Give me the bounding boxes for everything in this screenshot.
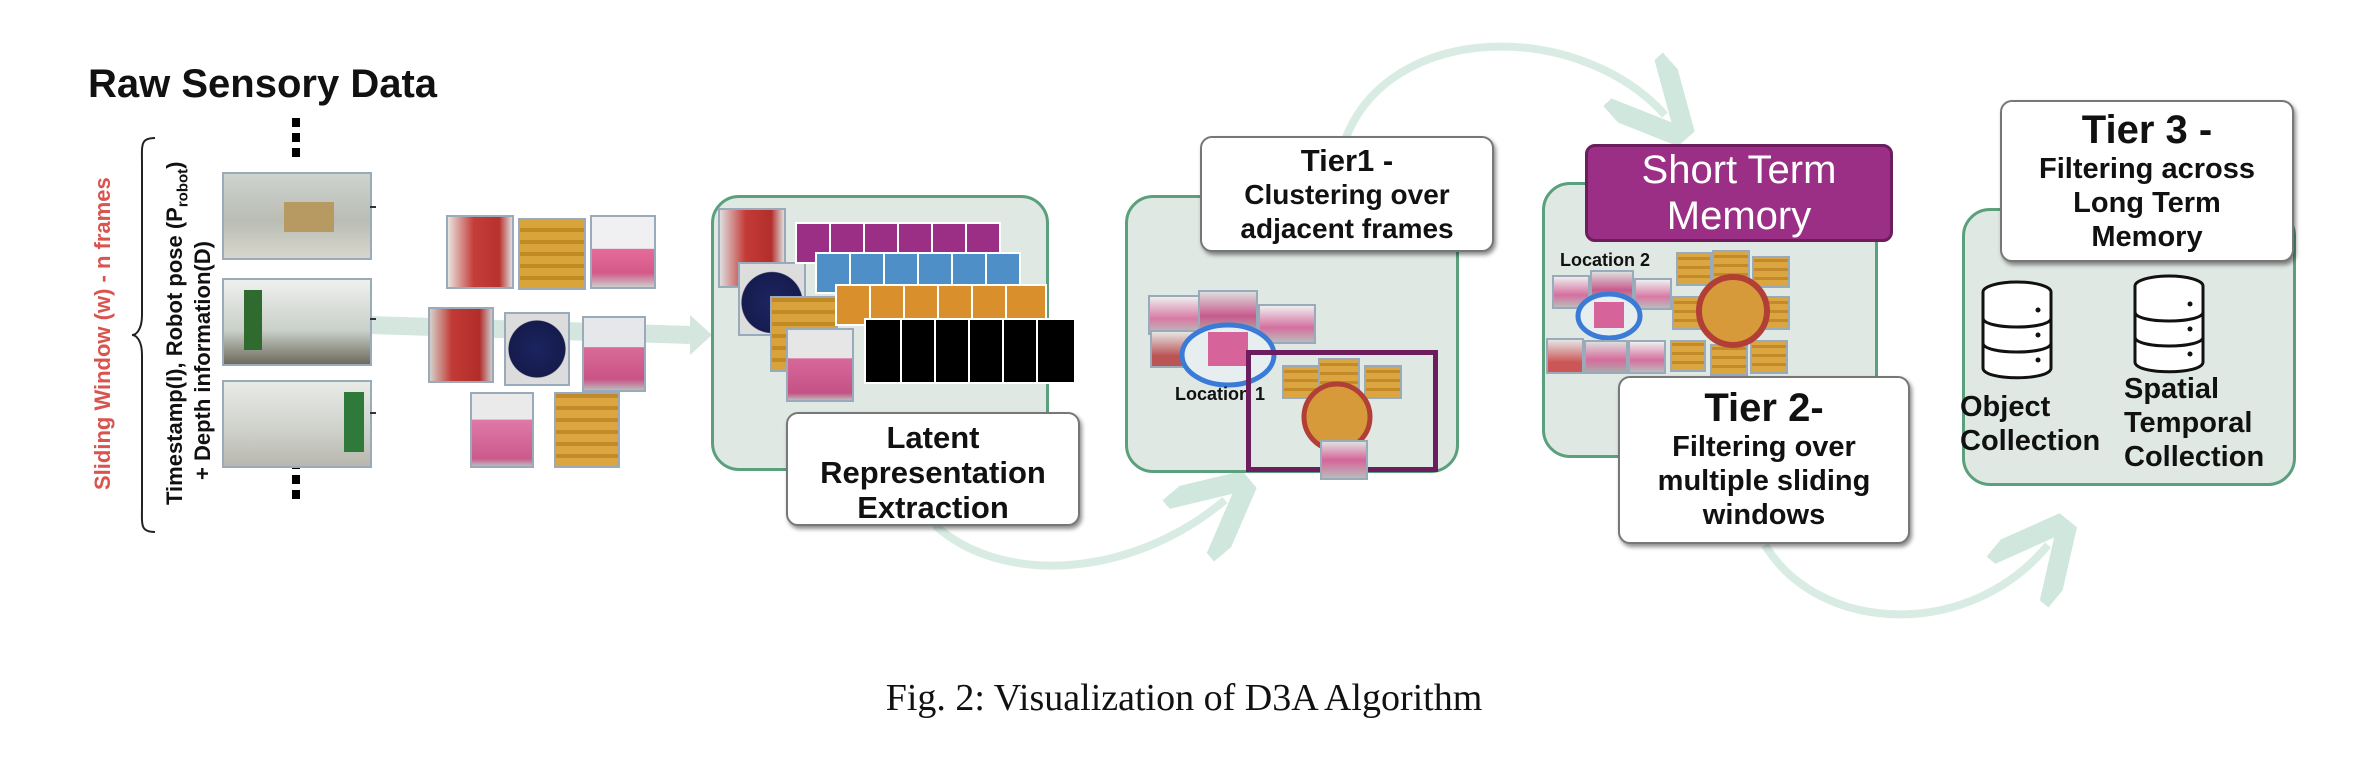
tier2-location-label: Location 2	[1560, 250, 1651, 270]
crop-pink-mug-2	[582, 316, 646, 392]
tier2-y1	[1676, 252, 1712, 286]
arrow-raw-head	[690, 315, 712, 355]
tier1-yellow-3	[1364, 365, 1402, 399]
db2-label-3: Collection	[2124, 441, 2265, 473]
meta-line-1: Timestamp(I), Robot pose (Probot)	[162, 161, 192, 506]
database-icon	[2133, 274, 2205, 374]
stm-label-1: Short Term	[1641, 148, 1837, 192]
tier2-thumb-5	[1584, 340, 1628, 374]
tier3-title-3: Long Term	[2073, 187, 2221, 219]
tier2-y8	[1750, 340, 1788, 374]
tier2-red-circle	[1696, 274, 1770, 348]
tier1-title-3: adjacent frames	[1240, 213, 1454, 244]
tier2-thumb-4	[1546, 338, 1584, 374]
latent-label-2: Representation	[820, 455, 1046, 490]
latent-label-card: Latent Representation Extraction	[786, 412, 1080, 526]
latent-crop-4	[786, 328, 854, 402]
tier1-title-2: Clustering over	[1244, 179, 1450, 210]
crop-red-mug-2	[428, 307, 494, 383]
arrow-tier2-to-tier3	[1761, 545, 2048, 619]
crop-navy	[504, 312, 570, 386]
spatial-temporal-label: Spatial Temporal Collection	[2124, 372, 2264, 474]
db2-label-2: Temporal	[2124, 407, 2253, 439]
tier3-title-2: Filtering across	[2039, 153, 2255, 185]
crop-pink-mug-1	[590, 215, 656, 289]
raw-sensory-title: Raw Sensory Data	[88, 62, 438, 106]
db1-label-2: Collection	[1960, 425, 2101, 457]
tier1-title-card: Tier1 - Clustering over adjacent frames	[1200, 136, 1494, 252]
bracket-icon	[131, 137, 156, 533]
tier2-y3	[1752, 256, 1790, 288]
tier2-y6	[1670, 340, 1706, 372]
latent-label-3: Extraction	[857, 490, 1009, 525]
stm-label-box: Short Term Memory	[1585, 144, 1893, 242]
raw-frame-1	[222, 172, 372, 260]
crop-red-mug-1	[446, 215, 514, 289]
crop-yellow-2	[554, 392, 620, 468]
tier1-pink-mug	[1320, 440, 1368, 480]
tier3-title-1: Tier 3 -	[2081, 108, 2213, 152]
object-collection-label: Object Collection	[1960, 390, 2100, 458]
tier2-thumb-6	[1628, 340, 1666, 374]
crop-yellow-1	[518, 218, 586, 290]
raw-frame-2	[222, 278, 372, 366]
tier1-location-label: Location 1	[1175, 384, 1266, 404]
tick-1	[370, 206, 376, 208]
raw-frame-3	[222, 380, 372, 468]
figure-caption: Fig. 2: Visualization of D3A Algorithm	[885, 677, 1483, 719]
tier3-title-4: Memory	[2091, 221, 2203, 253]
arrow-latent-to-tier1	[932, 500, 1225, 570]
tier3-title-card: Tier 3 - Filtering across Long Term Memo…	[2000, 100, 2294, 262]
tier2-title-4: windows	[1702, 499, 1826, 531]
arrow-tier1-to-tier2	[1341, 42, 1665, 140]
vector-black	[864, 318, 1076, 384]
tier2-title-card: Tier 2- Filtering over multiple sliding …	[1618, 376, 1910, 544]
tier1-title-1: Tier1 -	[1300, 143, 1394, 178]
tier2-title-3: multiple sliding	[1657, 465, 1871, 497]
stm-label-2: Memory	[1666, 194, 1812, 238]
tick-3	[370, 412, 376, 414]
latent-label-1: Latent	[886, 420, 980, 455]
db2-label-1: Spatial	[2124, 373, 2220, 405]
crop-pink-mug-3	[470, 392, 534, 468]
tick-2	[370, 318, 376, 320]
ellipsis-top	[292, 118, 300, 157]
sliding-window-label: Sliding Window (w) - n frames	[90, 177, 115, 490]
db1-label-1: Object	[1960, 391, 2051, 423]
tier2-thumb-3	[1634, 278, 1672, 310]
tier2-title-2: Filtering over	[1672, 431, 1856, 463]
meta-line-2: + Depth information(D)	[190, 241, 215, 480]
tier1-cluster-ellipse	[1179, 322, 1277, 388]
database-icon	[1981, 280, 2053, 380]
tier2-blue-ellipse	[1575, 291, 1643, 341]
tier2-title-1: Tier 2-	[1704, 386, 1824, 430]
